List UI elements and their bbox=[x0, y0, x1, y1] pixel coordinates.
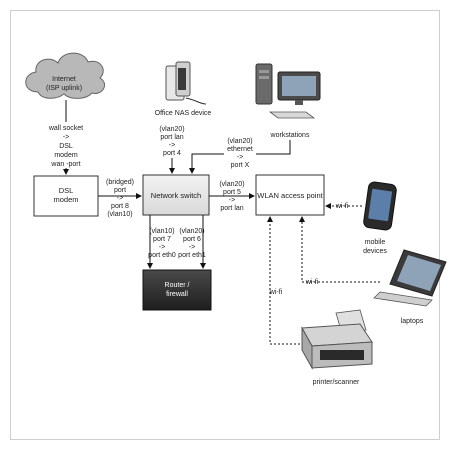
internet-label-line2: (ISP uplink) bbox=[46, 85, 82, 92]
svg-text:port lan: port lan bbox=[220, 205, 243, 212]
mobile-label-line2: devices bbox=[363, 248, 387, 255]
svg-text:port: port bbox=[114, 187, 126, 194]
nas-label: Office NAS device bbox=[155, 110, 212, 117]
internet-label-line1: Internet bbox=[52, 76, 76, 83]
svg-text:port 7: port 7 bbox=[153, 236, 171, 243]
router-label-line2: firewall bbox=[166, 291, 188, 298]
svg-text:port eth0: port eth0 bbox=[148, 252, 176, 259]
dsl-modem-label-line1: DSL bbox=[59, 186, 74, 195]
router-label-line1: Router / bbox=[165, 282, 190, 289]
svg-text:(vlan20): (vlan20) bbox=[159, 126, 184, 133]
switch-wlan-link-label: (vlan20) port 5 -> port lan bbox=[219, 181, 244, 212]
ws-switch-link-label: (vlan20) ethernet -> port X bbox=[227, 138, 253, 169]
svg-text:(vlan20): (vlan20) bbox=[227, 138, 252, 145]
svg-text:port 8: port 8 bbox=[111, 203, 129, 210]
switch-router-left-label: (vlan10) port 7 -> port eth0 bbox=[148, 228, 176, 259]
svg-text:->: -> bbox=[63, 134, 69, 141]
svg-text:(vlan10): (vlan10) bbox=[107, 211, 132, 218]
svg-text:wan -port: wan -port bbox=[50, 161, 80, 168]
laptop-wifi-link bbox=[299, 216, 380, 283]
network-switch-label: Network switch bbox=[151, 191, 201, 200]
svg-text:port 6: port 6 bbox=[183, 236, 201, 243]
svg-text:->: -> bbox=[229, 197, 235, 204]
router-firewall-box: Router / firewall bbox=[142, 269, 212, 311]
laptop-wifi-label: wi-fi bbox=[305, 279, 319, 286]
wlan-access-point-box: WLAN access point bbox=[255, 174, 325, 216]
printer-wifi-link bbox=[267, 216, 300, 345]
dsl-modem-box: DSL modem bbox=[33, 175, 99, 217]
internet-dsl-link-label: wall socket -> DSL modem wan -port bbox=[48, 125, 83, 168]
network-switch-box: Network switch bbox=[142, 174, 210, 216]
svg-text:(vlan20): (vlan20) bbox=[179, 228, 204, 235]
mobile-wifi-label: wi-fi bbox=[335, 203, 349, 210]
svg-text:ethernet: ethernet bbox=[227, 146, 253, 153]
svg-text:port 4: port 4 bbox=[163, 150, 181, 157]
printer-label: printer/scanner bbox=[313, 379, 360, 386]
laptop-icon bbox=[373, 249, 447, 307]
svg-text:port X: port X bbox=[231, 162, 250, 169]
laptops-label: laptops bbox=[401, 318, 424, 325]
mobile-device-icon bbox=[363, 181, 397, 231]
diagram-frame bbox=[10, 10, 440, 440]
svg-text:->: -> bbox=[169, 142, 175, 149]
svg-text:(vlan20): (vlan20) bbox=[219, 181, 244, 188]
dsl-modem-label-line2: modem bbox=[53, 195, 78, 204]
internet-cloud: Internet (ISP uplink) bbox=[25, 52, 105, 99]
nas-icon bbox=[165, 61, 207, 105]
svg-text:->: -> bbox=[237, 154, 243, 161]
svg-text:modem: modem bbox=[54, 152, 78, 159]
printer-scanner-icon bbox=[301, 309, 373, 370]
svg-text:->: -> bbox=[189, 244, 195, 251]
workstation-icon bbox=[255, 63, 321, 119]
svg-text:DSL: DSL bbox=[59, 143, 73, 150]
svg-text:port 5: port 5 bbox=[223, 189, 241, 196]
switch-router-right-label: (vlan20) port 6 -> port eth1 bbox=[178, 228, 206, 259]
svg-text:wall socket: wall socket bbox=[48, 125, 83, 132]
svg-text:(vlan10): (vlan10) bbox=[149, 228, 174, 235]
nas-switch-link-label: (vlan20) port lan -> port 4 bbox=[159, 126, 184, 157]
printer-wifi-label: wi-fi bbox=[269, 289, 283, 296]
svg-text:port lan: port lan bbox=[160, 134, 183, 141]
svg-text:->: -> bbox=[117, 195, 123, 202]
workstations-label: workstations bbox=[270, 132, 310, 139]
mobile-label-line1: mobile bbox=[365, 239, 386, 246]
svg-text:->: -> bbox=[159, 244, 165, 251]
ws-line-a bbox=[256, 140, 291, 155]
ws-to-switch-arrow bbox=[189, 153, 224, 174]
dsl-switch-link-label: (bridged) port -> port 8 (vlan10) bbox=[106, 179, 134, 218]
svg-text:(bridged): (bridged) bbox=[106, 179, 134, 186]
svg-text:port eth1: port eth1 bbox=[178, 252, 206, 259]
wlan-ap-label: WLAN access point bbox=[257, 191, 323, 200]
